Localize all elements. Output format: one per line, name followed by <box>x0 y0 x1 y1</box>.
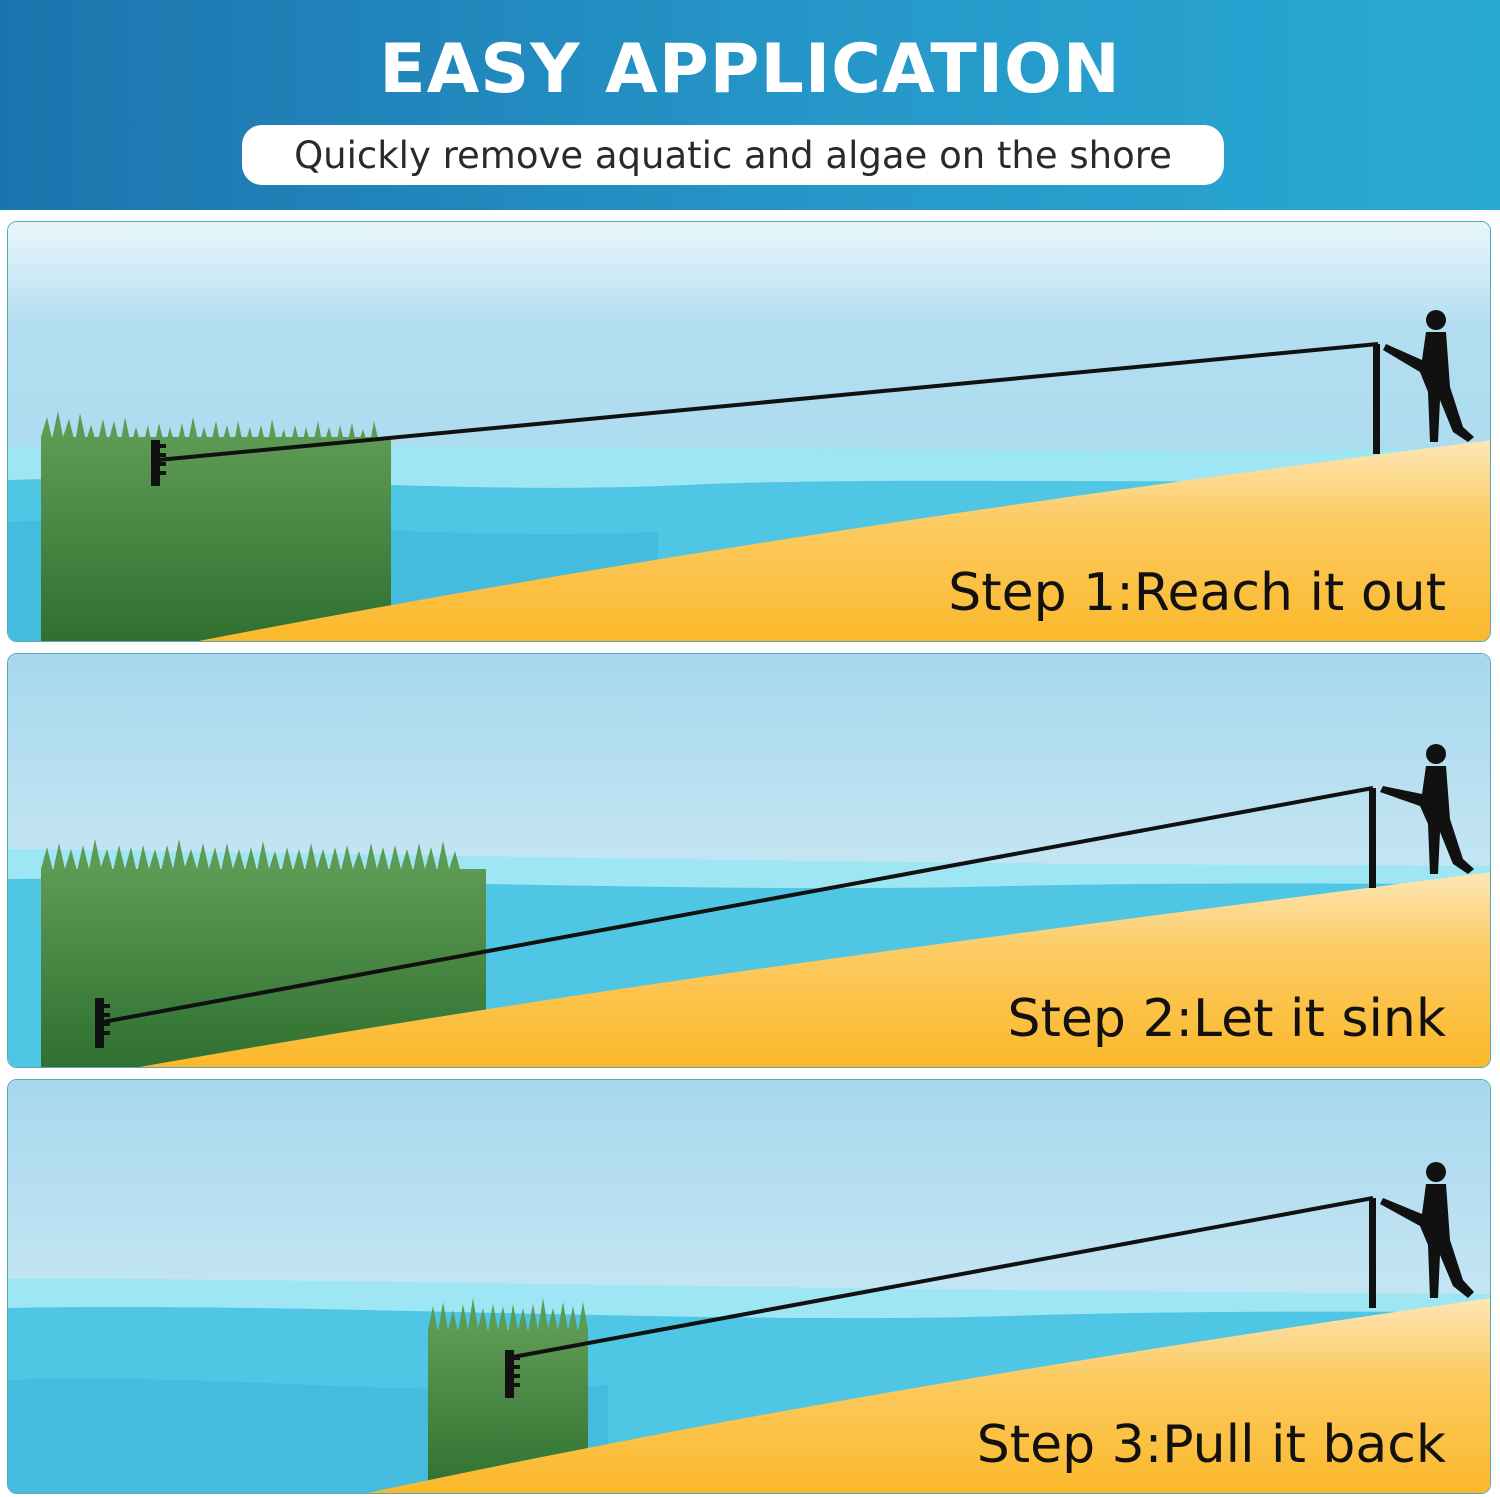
subtitle-pill: Quickly remove aquatic and algae on the … <box>242 125 1224 185</box>
page-subtitle: Quickly remove aquatic and algae on the … <box>294 133 1172 177</box>
step-panel-3: Step 3:Pull it back <box>7 1079 1491 1494</box>
step-label-2: Step 2:Let it sink <box>1007 989 1446 1049</box>
header-banner: EASY APPLICATION Quickly remove aquatic … <box>0 0 1500 210</box>
scene-illustration-1 <box>8 222 1490 641</box>
scene-illustration-2 <box>8 654 1490 1067</box>
step-panel-2: Step 2:Let it sink <box>7 653 1491 1068</box>
step-panel-1: Step 1:Reach it out <box>7 221 1491 642</box>
page-title: EASY APPLICATION <box>379 30 1121 109</box>
scene-illustration-3 <box>8 1080 1490 1493</box>
step-label-3: Step 3:Pull it back <box>976 1415 1446 1475</box>
step-label-1: Step 1:Reach it out <box>948 563 1446 623</box>
